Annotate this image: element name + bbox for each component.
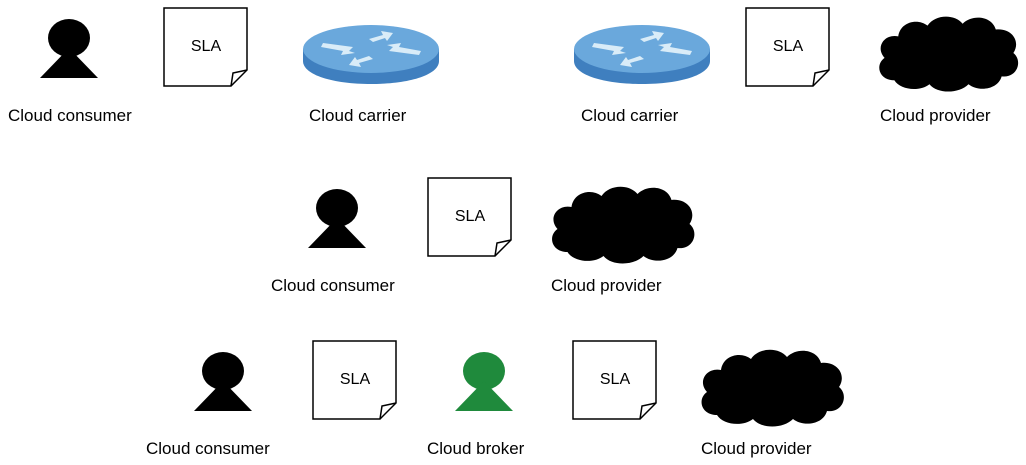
cloud-consumer-label: Cloud consumer xyxy=(146,439,270,458)
router-icon xyxy=(303,25,439,84)
sla-document-icon: SLA xyxy=(427,177,512,257)
cloud-consumer-label: Cloud consumer xyxy=(8,106,132,125)
cloud-consumer-icon xyxy=(308,189,366,248)
sla-text: SLA xyxy=(455,208,486,225)
sla-document-icon: SLA xyxy=(163,7,248,87)
cloud-provider-icon xyxy=(701,349,844,427)
sla-document-icon: SLA xyxy=(572,340,657,420)
router-icon xyxy=(574,25,710,84)
sla-text: SLA xyxy=(340,371,371,388)
cloud-provider-label: Cloud provider xyxy=(880,106,991,125)
cloud-provider-label: Cloud provider xyxy=(551,276,662,295)
cloud-consumer-icon xyxy=(40,19,98,78)
cloud-broker-label: Cloud broker xyxy=(427,439,525,458)
sla-text: SLA xyxy=(600,371,631,388)
cloud-consumer-icon xyxy=(194,352,252,411)
cloud-broker-icon xyxy=(455,352,513,411)
cloud-provider-label: Cloud provider xyxy=(701,439,812,458)
sla-text: SLA xyxy=(191,38,222,55)
sla-document-icon: SLA xyxy=(745,7,830,87)
cloud-carrier-label: Cloud carrier xyxy=(309,106,407,125)
sla-text: SLA xyxy=(773,38,804,55)
cloud-consumer-label: Cloud consumer xyxy=(271,276,395,295)
sla-document-icon: SLA xyxy=(312,340,397,420)
cloud-carrier-label: Cloud carrier xyxy=(581,106,679,125)
